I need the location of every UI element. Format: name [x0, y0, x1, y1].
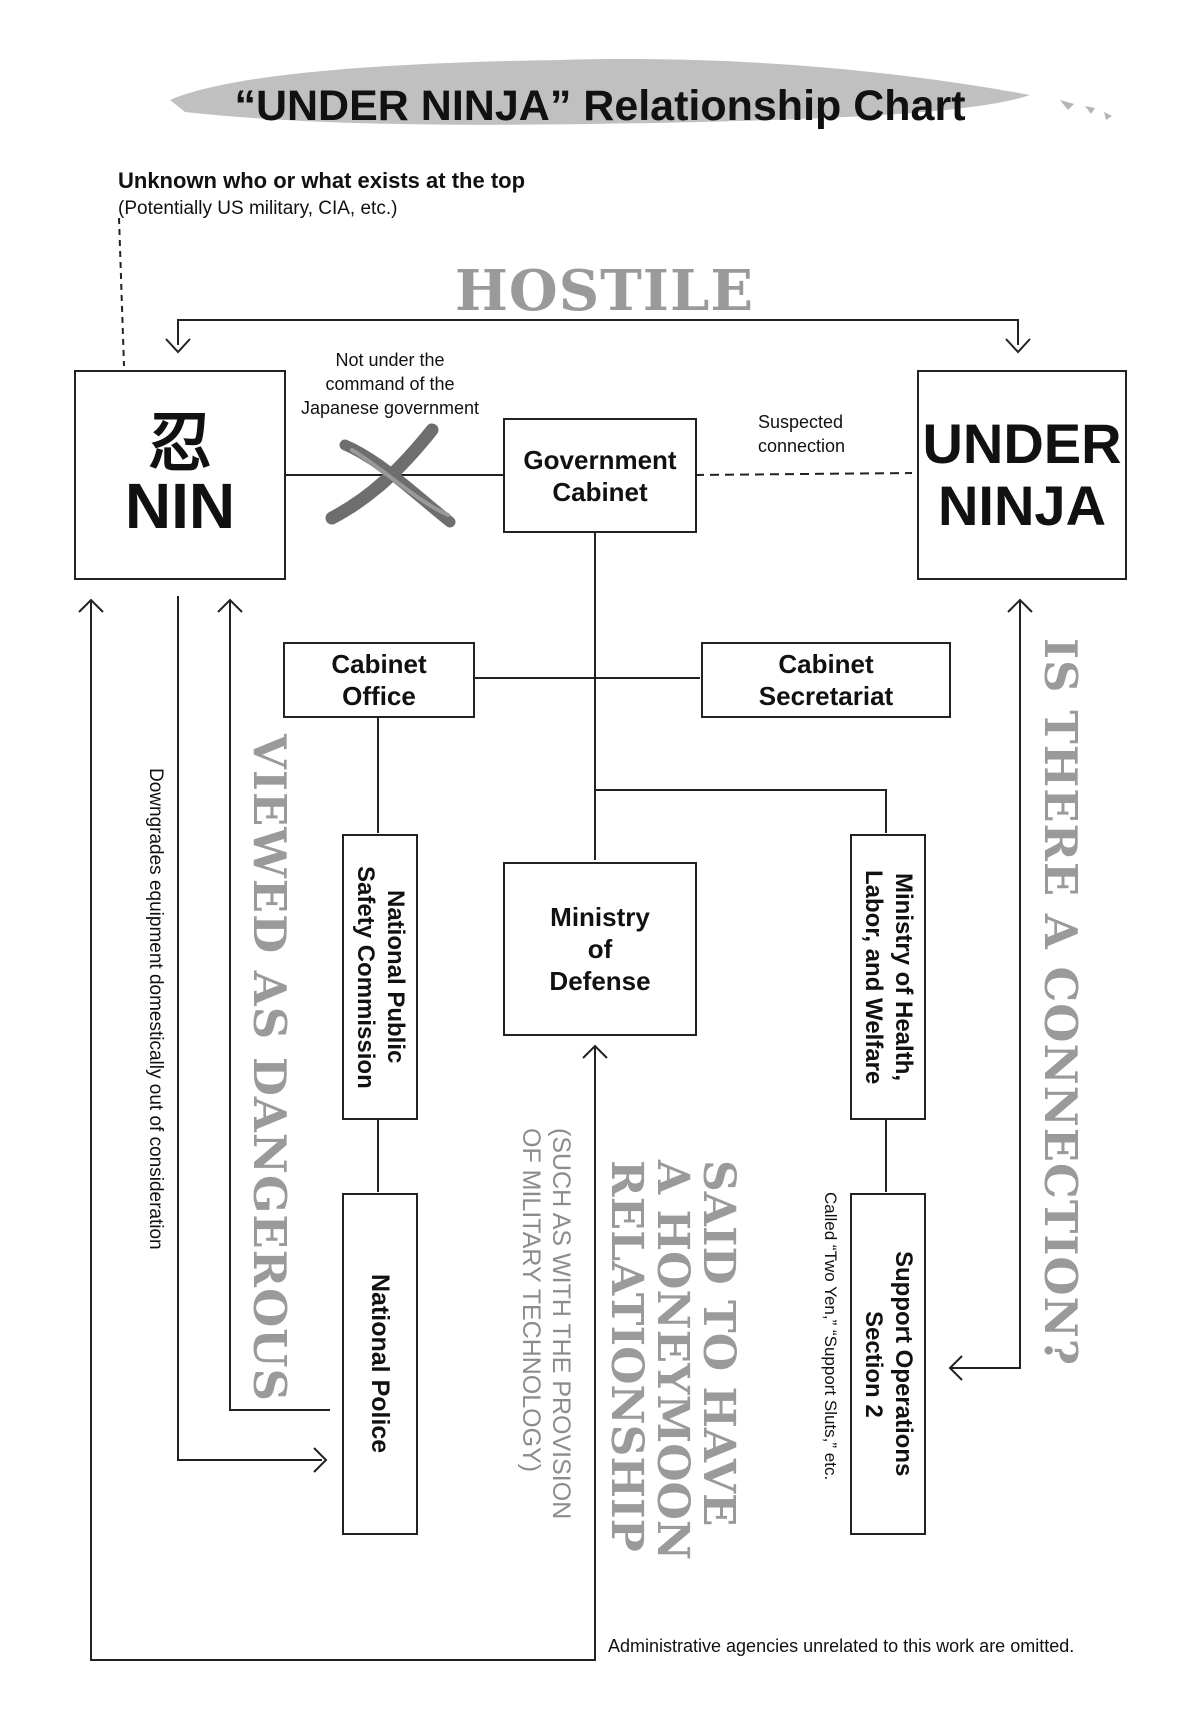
honeymoon-line — [90, 600, 596, 1661]
cabinet-secretariat-box: Cabinet Secretariat — [701, 642, 951, 718]
title-brush-stroke — [170, 59, 1030, 125]
honeymoon-label: SAID TO HAVE A HONEYMOON RELATIONSHIP — [601, 1160, 744, 1561]
hostile-label: HOSTILE — [455, 258, 755, 324]
ministry-of-health-box: Ministry of Health, Labor, and Welfare — [850, 834, 926, 1120]
ministry-of-defense-box: Ministry of Defense — [503, 862, 697, 1036]
downgrades-label: Downgrades equipment domestically out of… — [145, 768, 166, 1250]
national-public-safety-box: National Public Safety Commission — [342, 834, 418, 1120]
honeymoon-arrow-top — [78, 598, 104, 613]
hostile-line — [177, 319, 1019, 345]
government-cabinet-box: Government Cabinet — [503, 418, 697, 533]
is-there-connection-label: IS THERE A CONNECTION? — [1034, 638, 1087, 1367]
downgrades-arrow — [313, 1447, 328, 1473]
national-police-box: National Police — [342, 1193, 418, 1535]
title-brush-speck — [1060, 100, 1112, 120]
connection-arrow-left — [948, 1355, 963, 1381]
nin-box: 忍 NIN — [74, 370, 286, 580]
viewed-as-dangerous-label: VIEWED AS DANGEROUS — [243, 734, 296, 1403]
top-dashed-line — [118, 217, 125, 367]
not-under-command-label: Not under the command of the Japanese go… — [300, 350, 480, 418]
brush-x-mark — [325, 423, 456, 528]
called-label: Called “Two Yen,” “Support Sluts,” etc. — [821, 1192, 840, 1481]
hostile-arrow-left — [165, 338, 191, 354]
honeymoon-arrow-defense — [582, 1044, 608, 1059]
page-title: “UNDER NINJA” Relationship Chart — [234, 82, 966, 130]
under-ninja-box: UNDER NINJA — [917, 370, 1127, 580]
nin-kanji: 忍 — [148, 407, 212, 481]
suspected-connection-line — [694, 472, 913, 476]
hostile-arrow-right — [1005, 338, 1031, 354]
footer-note: Administrative agencies unrelated to thi… — [608, 1636, 1075, 1656]
top-unknown-sub: (Potentially US military, CIA, etc.) — [118, 198, 398, 219]
health-branch-line — [595, 789, 887, 833]
suspected-connection-label: Suspected connection — [758, 412, 846, 456]
dangerous-line — [229, 600, 330, 1411]
dangerous-arrow — [217, 598, 243, 613]
top-unknown-label: Unknown who or what exists at the top — [118, 168, 526, 193]
honeymoon-sub-label: (SUCH AS WITH THE PROVISION OF MILITARY … — [517, 1128, 575, 1520]
connection-arrow-top — [1007, 598, 1033, 613]
cabinet-office-box: Cabinet Office — [283, 642, 475, 718]
support-operations-box: Support Operations Section 2 — [850, 1193, 926, 1535]
connection-line — [950, 600, 1021, 1369]
downgrades-line — [177, 596, 322, 1461]
nin-label: NIN — [124, 470, 236, 542]
